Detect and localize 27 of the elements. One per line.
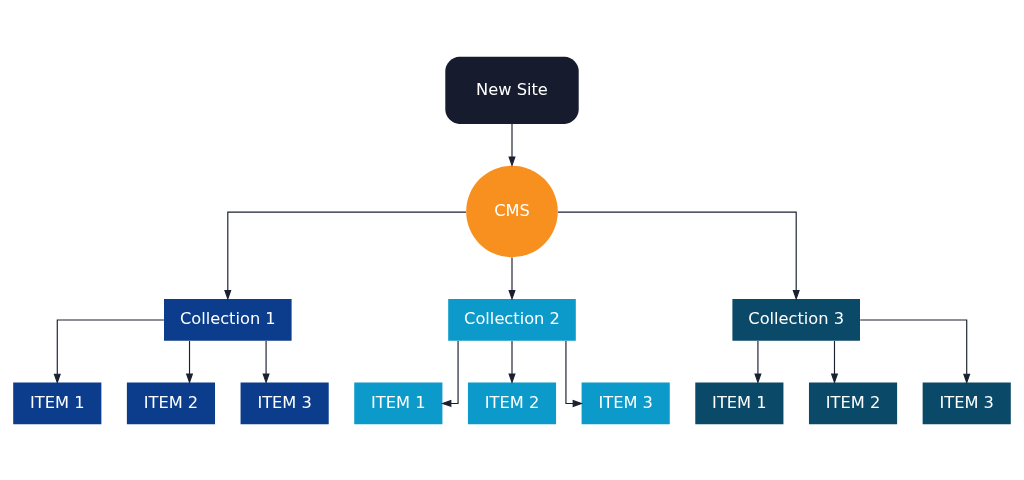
node-box: ITEM 3 — [922, 382, 1011, 424]
node-box: ITEM 3 — [581, 382, 670, 424]
arrow — [557, 211, 800, 300]
node-box: ITEM 2 — [808, 382, 898, 424]
arrow — [565, 339, 584, 407]
node-box: ITEM 1 — [354, 382, 443, 424]
arrow — [53, 318, 165, 384]
node-box: ITEM 3 — [240, 382, 329, 424]
node-box: ITEM 1 — [13, 382, 102, 424]
node-box: Collection 2 — [448, 298, 576, 341]
arrow — [830, 339, 839, 384]
node-box: New Site — [445, 56, 579, 124]
node-box: ITEM 1 — [695, 382, 784, 424]
node-circle: CMS — [466, 165, 558, 257]
arrow — [440, 339, 459, 407]
arrow — [508, 122, 516, 167]
node-box: Collection 1 — [164, 298, 292, 341]
arrow — [224, 211, 467, 300]
arrow — [262, 339, 270, 384]
arrow — [859, 318, 971, 384]
node-box: ITEM 2 — [126, 382, 216, 424]
arrow — [508, 339, 516, 384]
node-box: ITEM 2 — [467, 382, 557, 424]
arrow — [754, 339, 762, 384]
arrow — [508, 256, 516, 300]
node-box: Collection 3 — [732, 298, 860, 341]
arrow — [185, 339, 194, 384]
